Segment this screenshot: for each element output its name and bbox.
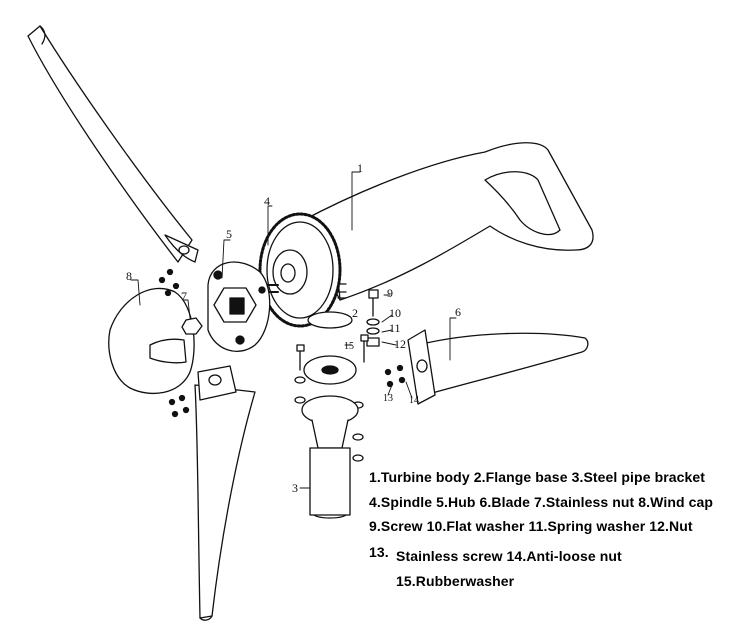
blade-right bbox=[407, 329, 589, 405]
callout-15: 15 bbox=[344, 341, 354, 352]
bolt-stack bbox=[294, 289, 380, 462]
callout-4: 4 bbox=[264, 194, 270, 208]
callout-12: 12 bbox=[394, 337, 406, 351]
stainless-nut-part bbox=[181, 317, 203, 335]
turbine-body bbox=[299, 142, 594, 301]
callout-11: 11 bbox=[389, 321, 401, 335]
callout-13: 13 bbox=[383, 393, 393, 404]
legend-line-4-number: 13. bbox=[369, 544, 389, 560]
wind-cap bbox=[108, 287, 195, 395]
callout-1: 1 bbox=[357, 161, 363, 175]
legend-line-3: 9.Screw 10.Flat washer 11.Spring washer … bbox=[369, 518, 693, 534]
callout-9: 9 bbox=[387, 286, 393, 300]
callout-10: 10 bbox=[389, 306, 401, 320]
callout-3: 3 bbox=[292, 481, 298, 495]
steel-pipe-bracket bbox=[301, 395, 359, 519]
callout-14: 14 bbox=[409, 395, 419, 406]
hub bbox=[207, 261, 271, 352]
flange-base bbox=[303, 311, 357, 385]
callout-8: 8 bbox=[126, 269, 132, 283]
generator-gear bbox=[257, 212, 347, 328]
screws bbox=[158, 268, 406, 418]
leader-lines bbox=[130, 171, 457, 489]
blade-lower bbox=[194, 365, 256, 621]
legend-line-2: 4.Spindle 5.Hub 6.Blade 7.Stainless nut … bbox=[369, 494, 714, 510]
legend-line-4-text: Stainless screw 14.Anti-loose nut bbox=[396, 548, 622, 564]
legend-line-1: 1.Turbine body 2.Flange base 3.Steel pip… bbox=[369, 469, 706, 485]
callout-5: 5 bbox=[226, 227, 232, 241]
callout-7: 7 bbox=[181, 289, 187, 303]
callout-6: 6 bbox=[455, 305, 461, 319]
legend-line-5: 15.Rubberwasher bbox=[396, 573, 515, 589]
blade-upper-left bbox=[27, 25, 199, 263]
callout-2: 2 bbox=[352, 306, 358, 320]
